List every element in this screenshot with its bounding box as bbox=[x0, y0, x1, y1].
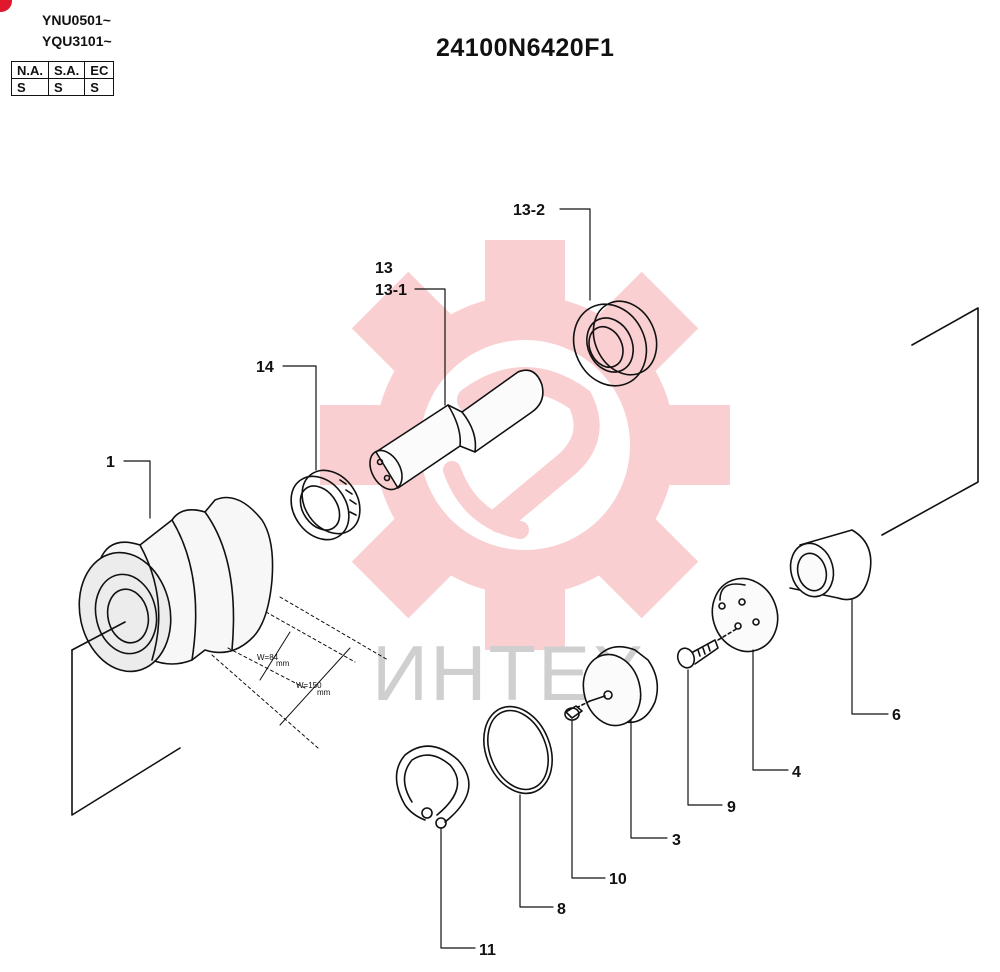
serial-range-1: YNU0501~ bbox=[42, 12, 111, 28]
region-value-sa: S bbox=[47, 78, 86, 96]
callout-9: 9 bbox=[727, 799, 736, 816]
dimension-w150-unit: mm bbox=[317, 688, 331, 697]
callout-8: 8 bbox=[557, 901, 566, 918]
dimension-w84-label: W=84 bbox=[257, 653, 279, 662]
assembly-bracket-right bbox=[881, 307, 979, 536]
watermark-gear-logo-icon bbox=[320, 240, 730, 650]
callout-4: 4 bbox=[792, 764, 801, 781]
dimension-w150-label: W=150 bbox=[296, 681, 322, 690]
part-9-bolt bbox=[676, 627, 739, 669]
callout-1: 1 bbox=[106, 454, 115, 471]
serial-ranges: YNU0501~ YQU3101~ bbox=[42, 10, 112, 52]
callout-13-2: 13-2 bbox=[513, 202, 545, 219]
callout-13-1: 13-1 bbox=[375, 282, 407, 299]
callout-11: 11 bbox=[479, 942, 496, 959]
dimension-w84-unit: mm bbox=[276, 659, 290, 668]
dimension-arrows bbox=[259, 631, 351, 726]
region-table: N.A. S.A. EC S S S bbox=[11, 61, 115, 96]
region-value-row: S S S bbox=[11, 78, 115, 96]
part-4-cover-plate bbox=[711, 577, 779, 653]
callout-10: 10 bbox=[609, 871, 627, 888]
callout-6: 6 bbox=[892, 707, 901, 724]
part-11-snap-ring bbox=[395, 745, 470, 829]
part-13-1-shaft bbox=[369, 369, 544, 491]
part-8-o-ring bbox=[483, 705, 553, 795]
part-3-end-cap bbox=[577, 645, 659, 727]
part-6-bushing bbox=[789, 529, 872, 601]
leader-lines bbox=[123, 208, 889, 949]
assembly-bracket-left bbox=[71, 621, 181, 816]
region-header-ec: EC bbox=[84, 61, 115, 79]
callout-13: 13 bbox=[375, 260, 393, 277]
part-13-2-collar bbox=[572, 300, 658, 387]
callout-14: 14 bbox=[256, 359, 274, 376]
region-header-row: N.A. S.A. EC bbox=[11, 61, 115, 79]
region-value-ec: S bbox=[84, 78, 115, 96]
region-header-sa: S.A. bbox=[47, 61, 86, 79]
serial-range-2: YQU3101~ bbox=[42, 33, 112, 49]
part-1-roller-body bbox=[78, 496, 274, 673]
callout-3: 3 bbox=[672, 832, 681, 849]
part-number-title: 24100N6420F1 bbox=[436, 34, 615, 62]
dimension-lines bbox=[211, 596, 389, 749]
part-14-seal bbox=[290, 469, 361, 541]
